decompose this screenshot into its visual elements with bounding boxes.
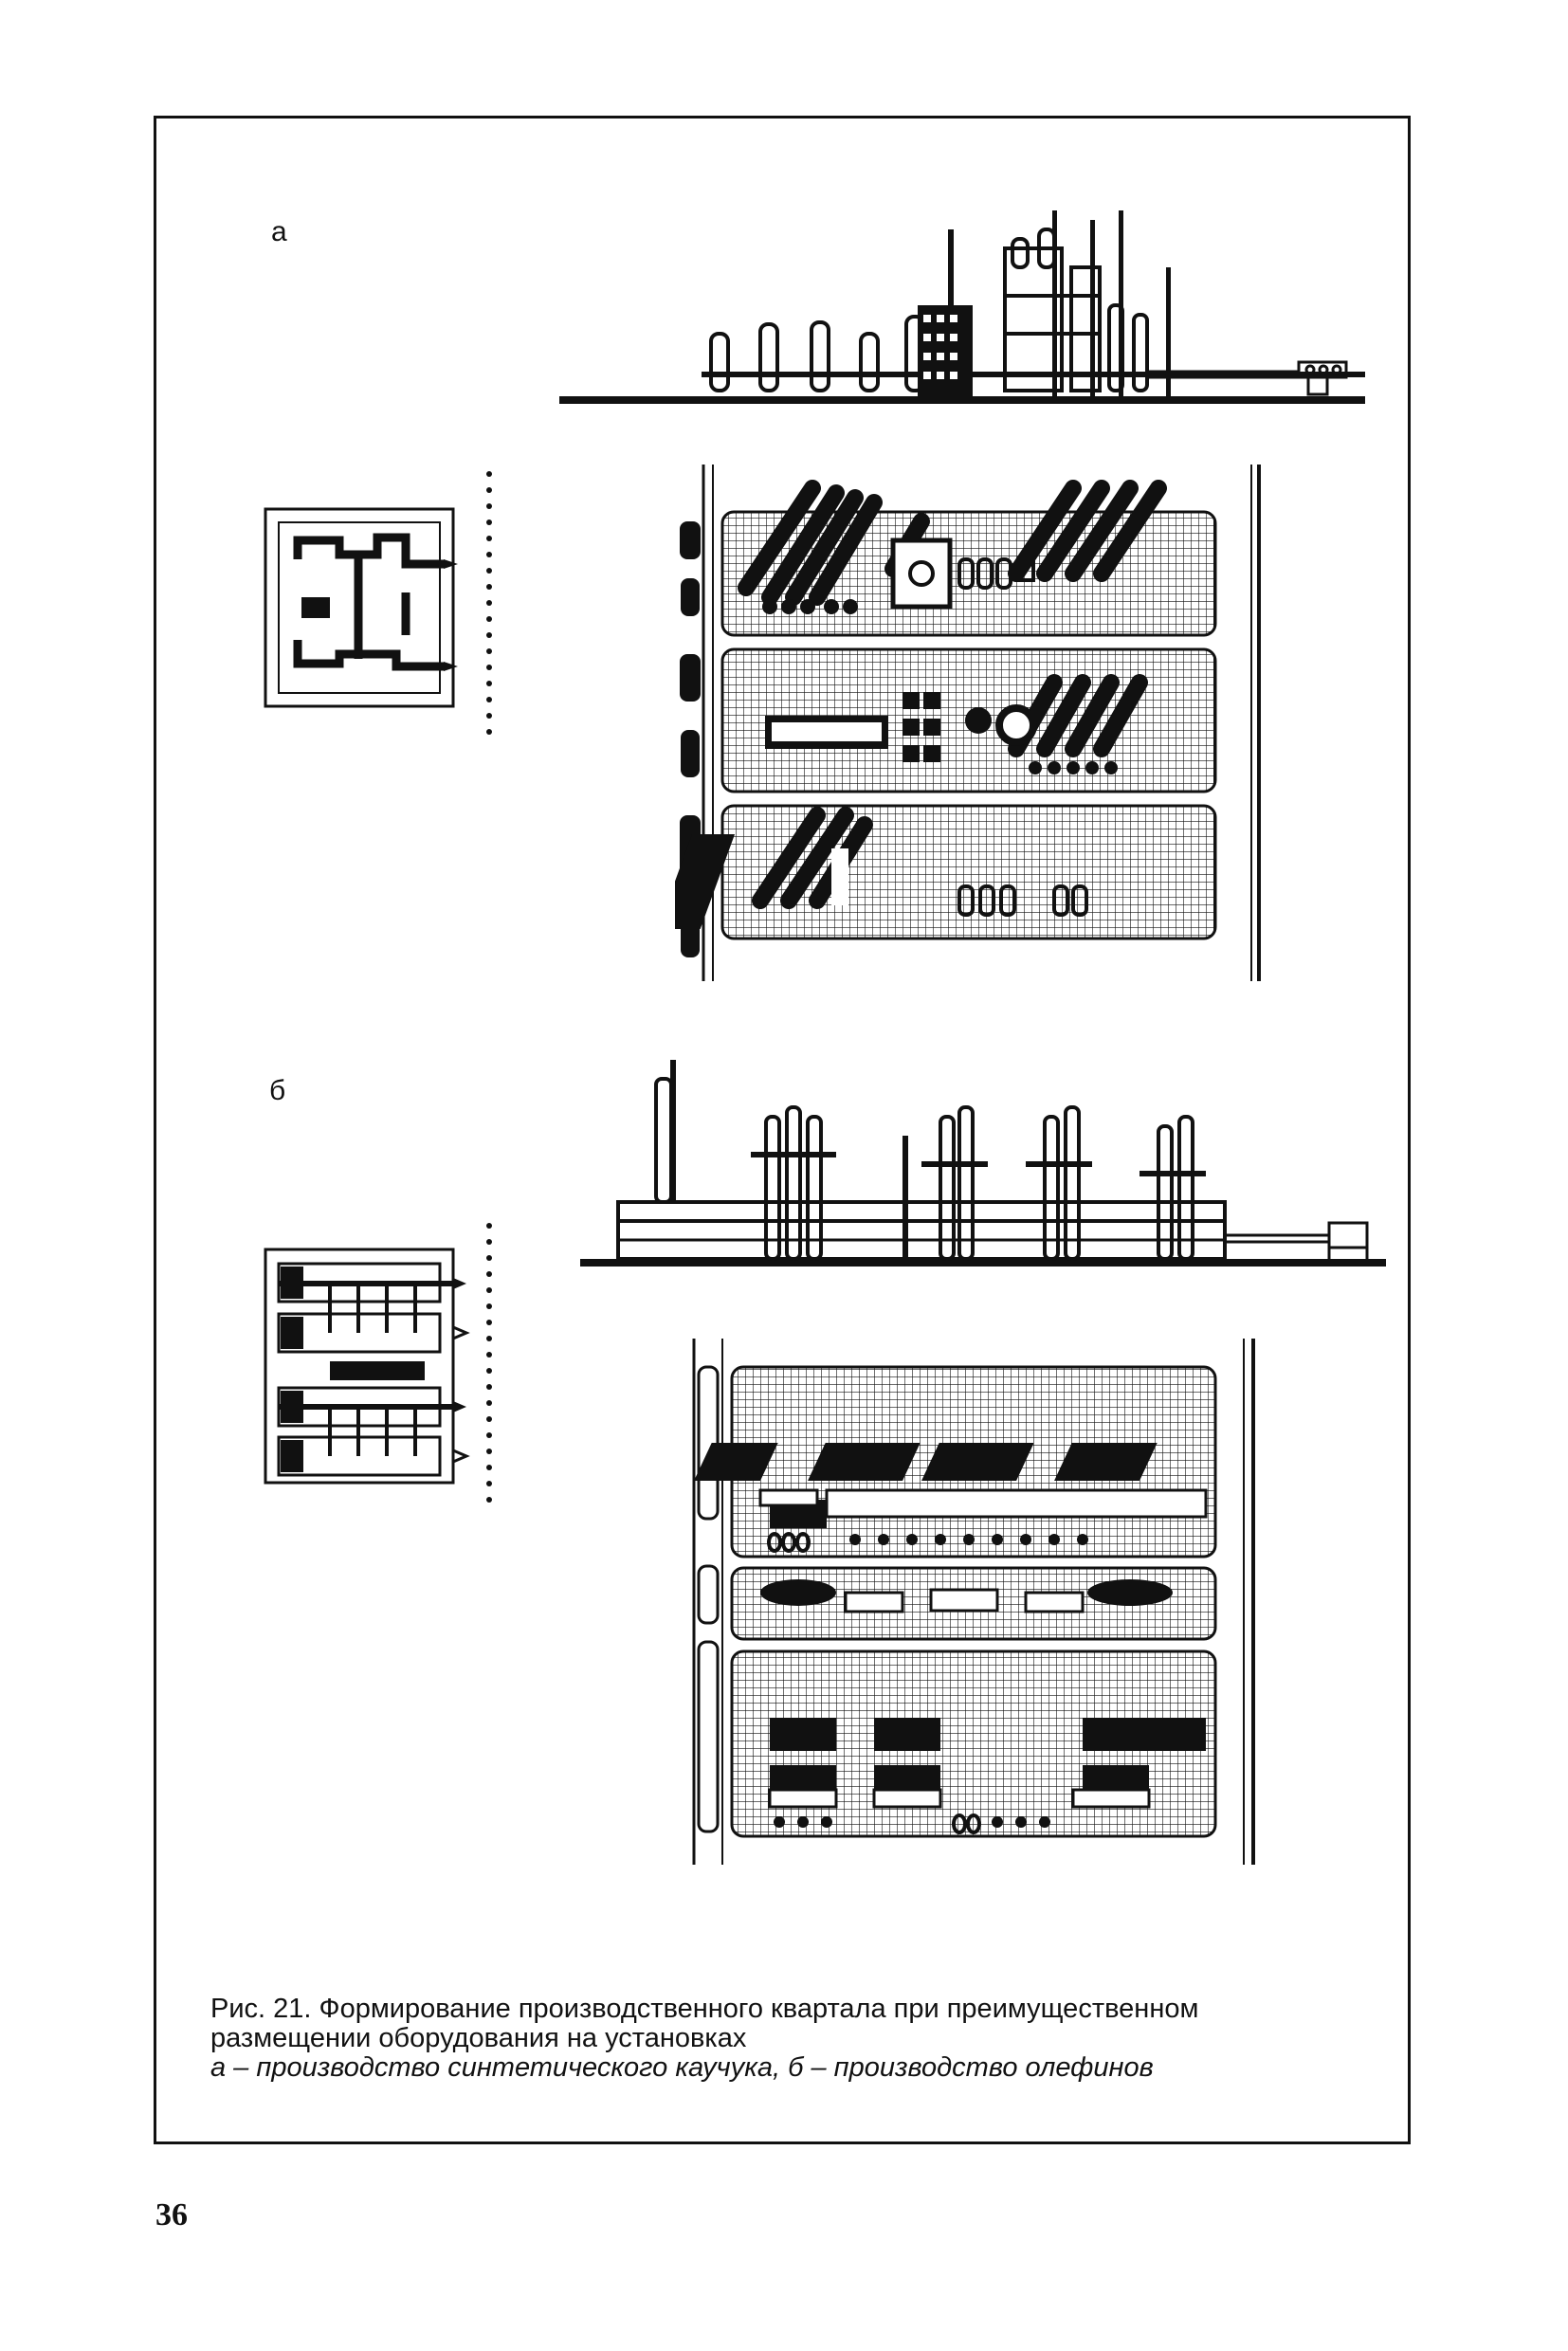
- caption-line-1: Рис. 21. Формирование производственного …: [210, 1994, 1199, 2024]
- elevation-a: [559, 210, 1365, 404]
- plan-b: [692, 1339, 1255, 1865]
- label-b: б: [269, 1075, 286, 1106]
- schematic-b: [264, 1223, 492, 1503]
- label-a: а: [271, 216, 287, 247]
- figure-caption: Рис. 21. Формирование производственного …: [210, 1995, 1386, 2083]
- figure-frame: [154, 116, 1411, 2144]
- caption-line-2: размещении оборудования на установках: [210, 2023, 747, 2053]
- elevation-b: [580, 1060, 1386, 1267]
- page-number: 36: [155, 2197, 188, 2233]
- caption-line-3: а – производство синтетического каучука,…: [210, 2052, 1154, 2083]
- schematic-a: [264, 471, 492, 735]
- plan-a: [675, 465, 1261, 981]
